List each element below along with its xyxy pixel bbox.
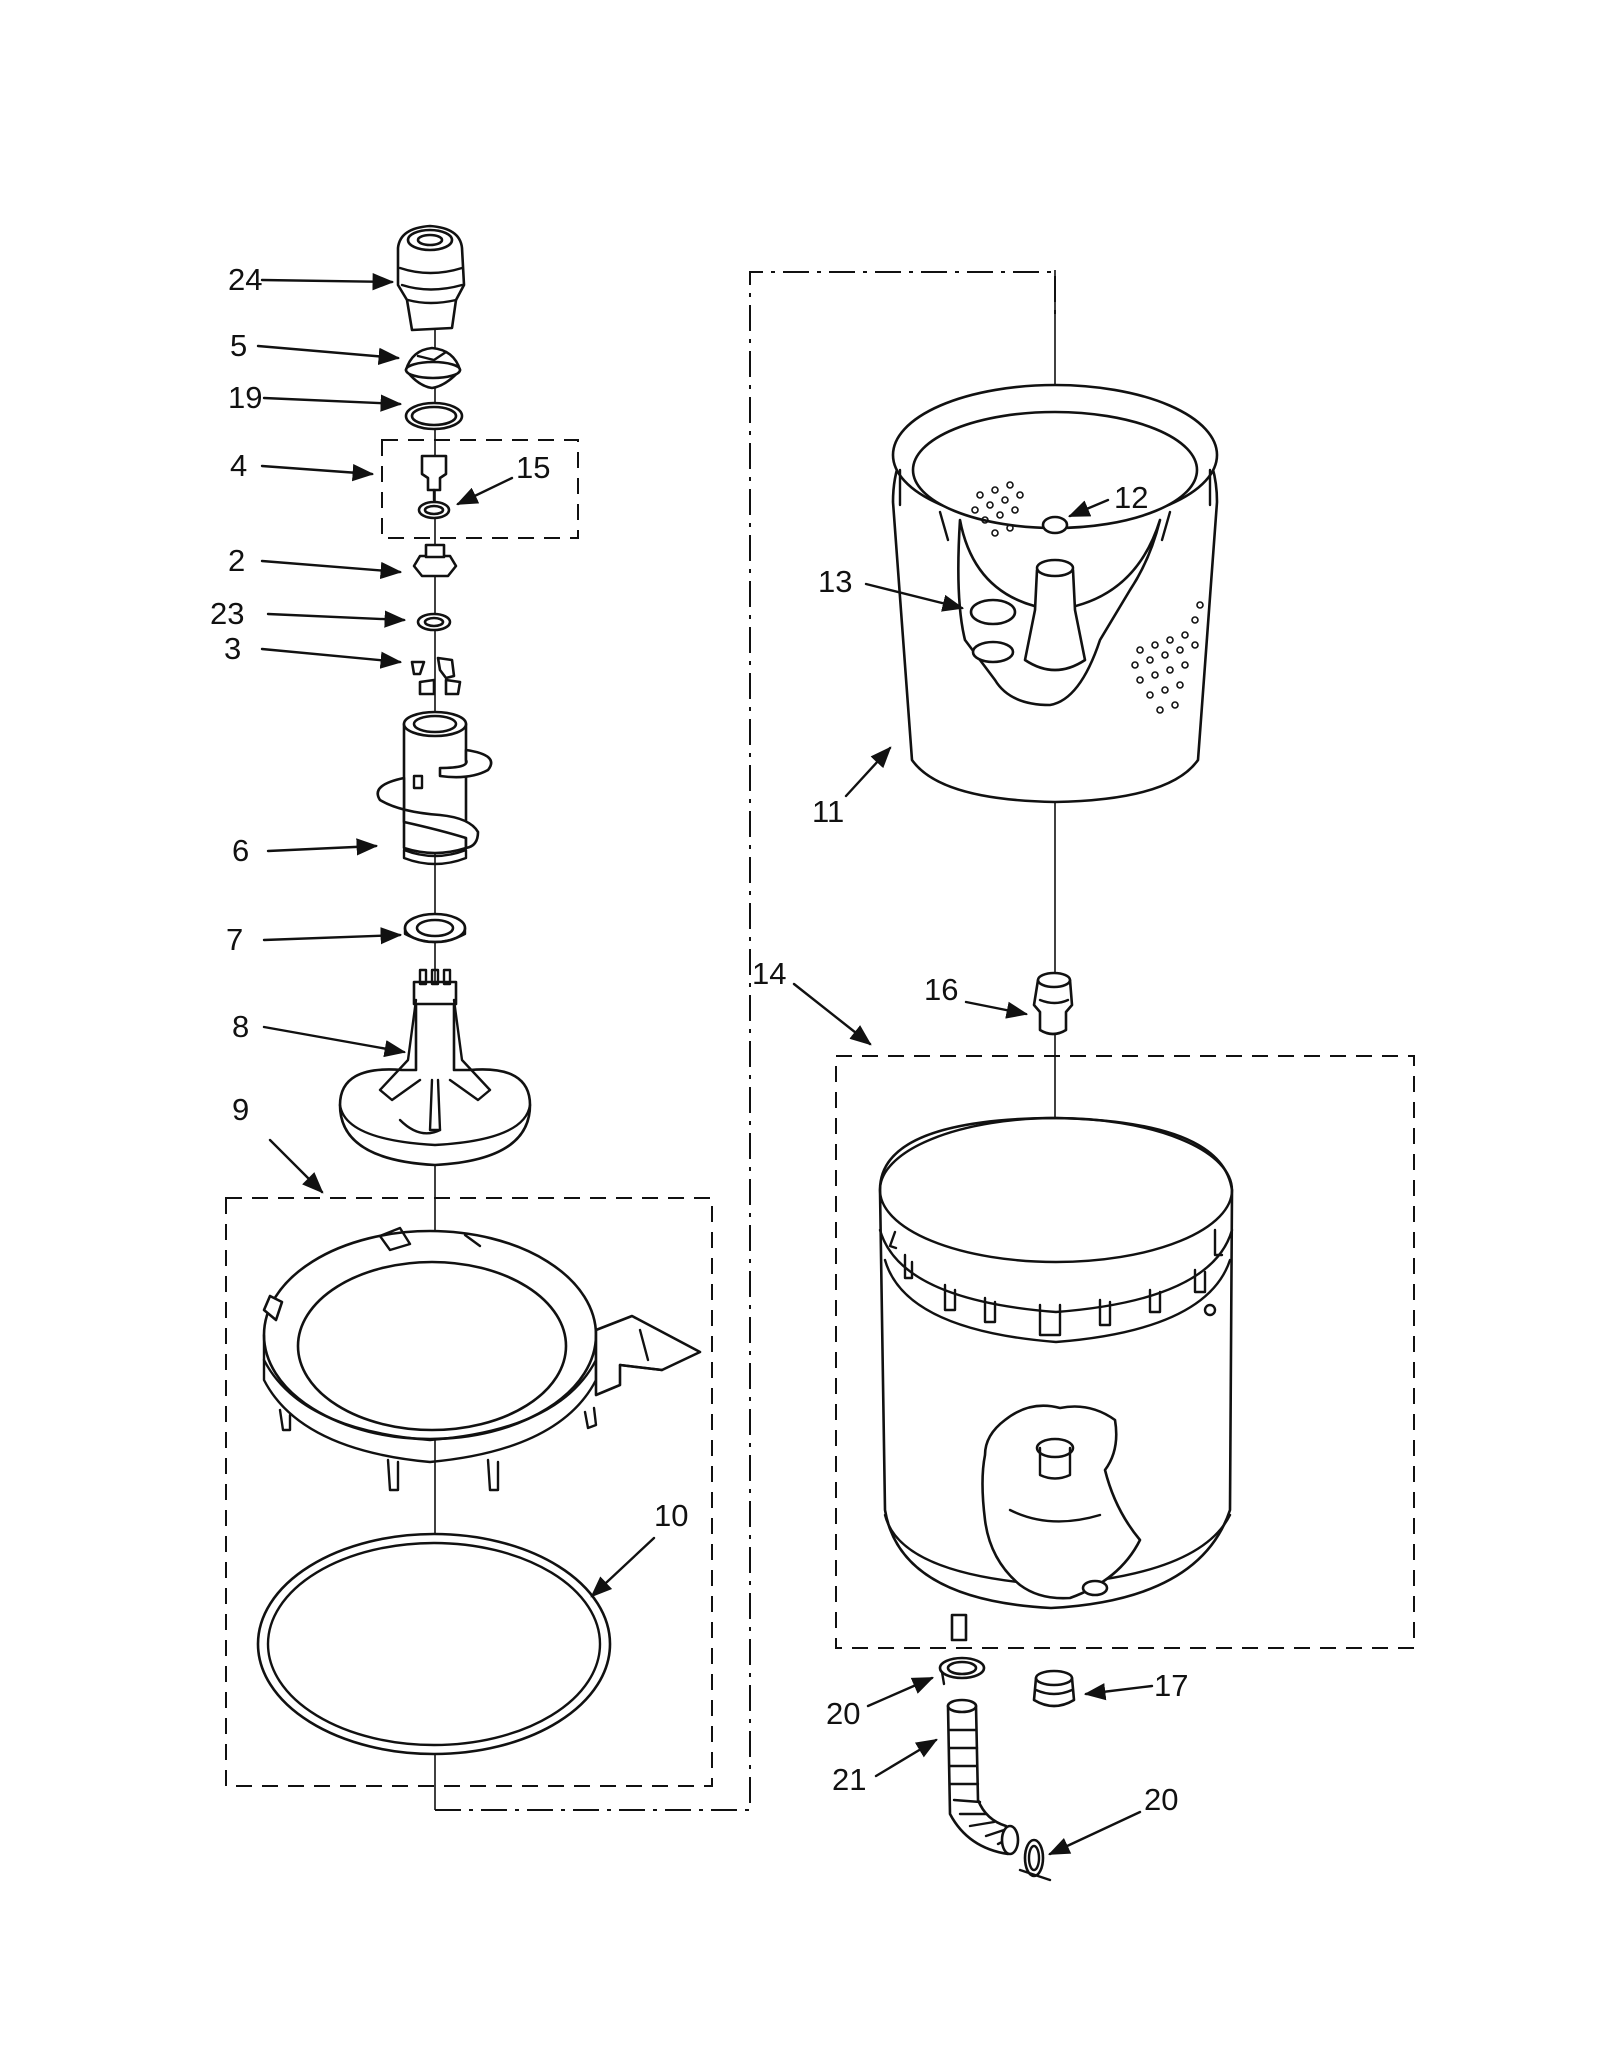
label-23: 23: [210, 596, 244, 631]
part-24-agitator-cap: [396, 224, 466, 332]
part-9-kit-box: [225, 1197, 713, 1787]
label-2: 2: [228, 543, 245, 578]
part-21-drain-hose: [946, 1698, 1020, 1856]
part-3-dogs: [410, 656, 462, 696]
label-11: 11: [812, 794, 844, 829]
part-2-agitator-dog: [412, 543, 458, 578]
label-9: 9: [232, 1092, 249, 1127]
part-8-agitator-base: [338, 968, 532, 1167]
tub-clips: [888, 1228, 1224, 1337]
label-17: 17: [1154, 1668, 1188, 1703]
part-4-kit-box: [381, 439, 579, 539]
label-7: 7: [226, 922, 243, 957]
part-14-outer-tub: [878, 1116, 1234, 1642]
callout-labels: 24 5 19 4 15 2 23 3 6 7 8 9 10 12 13 11 …: [210, 262, 1188, 1817]
label-19: 19: [228, 380, 262, 415]
perforation-pattern: [971, 481, 1204, 714]
label-6: 6: [232, 833, 249, 868]
label-20-upper: 20: [826, 1696, 860, 1731]
label-10: 10: [654, 1498, 688, 1533]
part-6-auger: [376, 710, 493, 866]
label-3: 3: [224, 631, 241, 666]
label-12: 12: [1114, 480, 1148, 515]
label-13: 13: [818, 564, 852, 599]
part-14-kit-box: [835, 1055, 1415, 1649]
part-5-cover: [404, 346, 462, 390]
label-21: 21: [832, 1762, 866, 1797]
part-11-basket: [891, 383, 1219, 804]
part-9-tub-ring: [262, 1226, 702, 1492]
label-20-lower: 20: [1144, 1782, 1178, 1817]
label-15: 15: [516, 450, 550, 485]
part-16-bushing: [1032, 971, 1074, 1036]
label-24: 24: [228, 262, 262, 297]
part-20-upper-clamp: [938, 1656, 986, 1686]
part-7-bearing: [403, 912, 467, 944]
label-5: 5: [230, 328, 247, 363]
label-16: 16: [924, 972, 958, 1007]
leader-arrows: [256, 273, 1154, 1856]
label-4: 4: [230, 448, 247, 483]
part-23-washer: [416, 612, 452, 632]
part-20-lower-clamp: [1018, 1838, 1052, 1882]
part-19-seal-ring: [404, 401, 464, 431]
label-8: 8: [232, 1009, 249, 1044]
label-14: 14: [752, 956, 786, 991]
part-10-tub-seal: [256, 1532, 612, 1756]
part-17-plug: [1032, 1669, 1076, 1708]
